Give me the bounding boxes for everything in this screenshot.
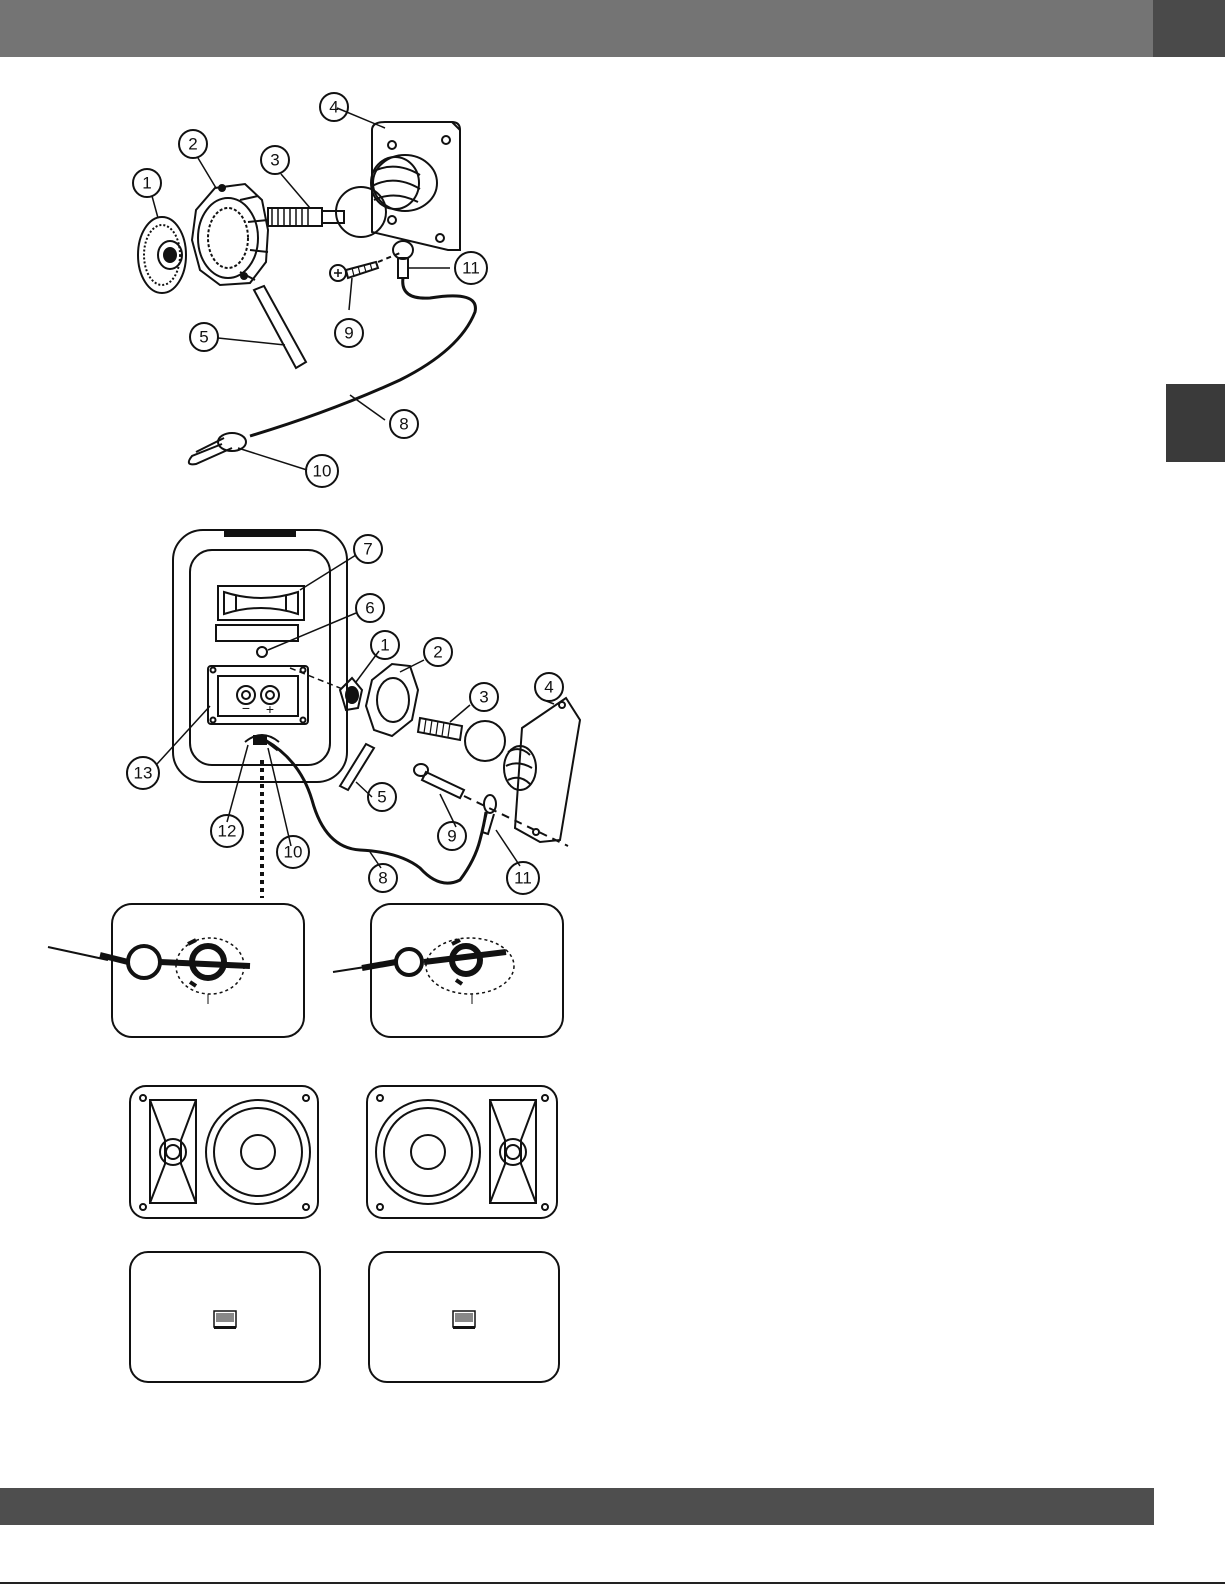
part-10-clip bbox=[189, 433, 246, 464]
svg-text:4: 4 bbox=[544, 678, 553, 697]
part-11-eyelet bbox=[393, 241, 413, 278]
part-3-stud-side bbox=[418, 718, 505, 761]
svg-text:1: 1 bbox=[142, 174, 151, 193]
svg-text:5: 5 bbox=[199, 328, 208, 347]
port-7 bbox=[218, 586, 304, 620]
callout-13: 13 bbox=[127, 757, 159, 789]
part-9-screw-side bbox=[414, 764, 568, 846]
callout-10: 10 bbox=[306, 455, 338, 487]
callout-6: 6 bbox=[356, 594, 384, 622]
logo-badge bbox=[214, 1311, 236, 1329]
part-2-nut-side bbox=[366, 664, 418, 736]
part-8-safety-cable bbox=[250, 278, 475, 436]
svg-text:3: 3 bbox=[270, 151, 279, 170]
part-4-wall-bracket bbox=[371, 122, 460, 250]
part-8-cable-side bbox=[265, 740, 486, 883]
callout-1: 1 bbox=[371, 631, 399, 659]
callout-2: 2 bbox=[424, 638, 452, 666]
terminal-plate-13: − + bbox=[208, 666, 308, 724]
svg-text:13: 13 bbox=[134, 764, 153, 783]
part-9-screw bbox=[330, 253, 400, 281]
svg-text:11: 11 bbox=[462, 259, 480, 278]
detail-inset-right bbox=[333, 904, 563, 1037]
svg-text:−: − bbox=[242, 700, 250, 716]
callout-1: 1 bbox=[133, 169, 161, 197]
svg-text:+: + bbox=[266, 701, 274, 717]
callout-5: 5 bbox=[368, 783, 396, 811]
svg-text:3: 3 bbox=[479, 688, 488, 707]
callout-3: 3 bbox=[470, 683, 498, 711]
callout-4: 4 bbox=[535, 673, 563, 701]
svg-text:1: 1 bbox=[380, 636, 389, 655]
exploded-view-top bbox=[138, 108, 475, 470]
callout-9: 9 bbox=[335, 319, 363, 347]
callout-7: 7 bbox=[354, 535, 382, 563]
callout-10: 10 bbox=[277, 836, 309, 868]
svg-text:2: 2 bbox=[188, 135, 197, 154]
detail-inset-left bbox=[48, 904, 304, 1037]
svg-text:6: 6 bbox=[365, 599, 374, 618]
svg-text:9: 9 bbox=[344, 324, 353, 343]
part-1-washer-side bbox=[340, 678, 362, 710]
svg-text:5: 5 bbox=[377, 788, 386, 807]
callouts-mid: 7 6 1 2 3 4 13 5 12 9 10 8 11 bbox=[127, 535, 563, 894]
label-panel bbox=[216, 625, 298, 641]
callout-11: 11 bbox=[455, 252, 487, 284]
svg-text:8: 8 bbox=[378, 869, 387, 888]
svg-text:9: 9 bbox=[447, 827, 456, 846]
svg-text:10: 10 bbox=[313, 462, 332, 481]
callout-8: 8 bbox=[390, 410, 418, 438]
callout-9: 9 bbox=[438, 822, 466, 850]
insert-6 bbox=[257, 647, 267, 657]
svg-text:11: 11 bbox=[514, 869, 532, 888]
callout-5: 5 bbox=[190, 323, 218, 351]
part-5-pin bbox=[254, 286, 306, 368]
svg-text:2: 2 bbox=[433, 643, 442, 662]
part-1-washer bbox=[138, 217, 186, 293]
speaker-rear-view: − + bbox=[173, 530, 347, 782]
speaker-front-left bbox=[130, 1086, 318, 1218]
speaker-front-right bbox=[367, 1086, 557, 1218]
svg-text:12: 12 bbox=[218, 822, 237, 841]
svg-text:4: 4 bbox=[329, 98, 338, 117]
grille-right bbox=[369, 1252, 559, 1382]
svg-text:7: 7 bbox=[363, 540, 372, 559]
part-2-knurled-nut bbox=[192, 184, 268, 285]
callout-8: 8 bbox=[369, 864, 397, 892]
svg-text:10: 10 bbox=[284, 843, 303, 862]
callout-11: 11 bbox=[507, 862, 539, 894]
grille-left bbox=[130, 1252, 320, 1382]
callouts-top: 1 2 3 4 5 9 11 8 10 bbox=[133, 93, 487, 487]
callout-2: 2 bbox=[179, 130, 207, 158]
logo-badge bbox=[453, 1311, 475, 1329]
part-3-ball-stud bbox=[268, 187, 386, 237]
callout-4: 4 bbox=[320, 93, 348, 121]
callout-3: 3 bbox=[261, 146, 289, 174]
svg-text:8: 8 bbox=[399, 415, 408, 434]
